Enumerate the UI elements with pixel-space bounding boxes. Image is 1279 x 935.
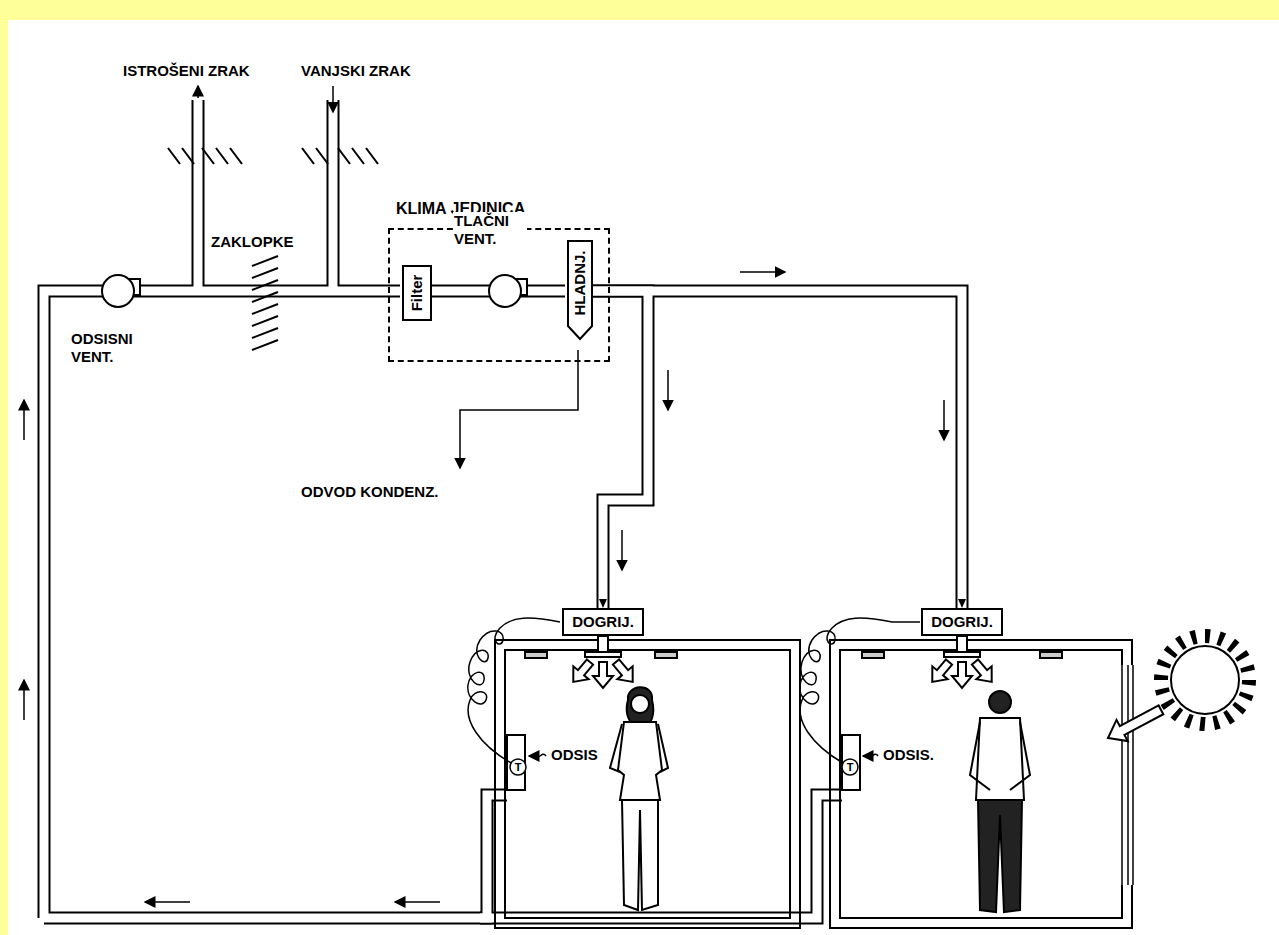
ducts	[593, 291, 962, 608]
part-label: T	[846, 761, 855, 773]
part-label: TLAČNI VENT.	[453, 212, 527, 248]
arrowhead	[599, 599, 607, 608]
node-text: DOGRIJ.	[564, 613, 642, 631]
control-wire	[800, 618, 892, 763]
sun	[1102, 636, 1249, 749]
louver	[168, 148, 378, 164]
duct-inner	[593, 291, 962, 608]
duct	[593, 291, 962, 608]
fan	[102, 275, 527, 307]
part-label: ODSISNI VENT.	[70, 330, 152, 366]
duct	[44, 100, 842, 918]
window	[1122, 665, 1133, 885]
node-text: Filter	[408, 275, 426, 312]
person	[610, 687, 1030, 912]
diffuser	[525, 636, 1062, 658]
reheater-box: DOGRIJ.	[921, 608, 1003, 636]
part-label: ODVOD KONDENZ.	[300, 483, 440, 501]
part-label: T	[514, 761, 523, 773]
room	[495, 640, 1132, 928]
part-label: ISTROŠENI ZRAK	[122, 62, 251, 80]
node-text: HLADNJ.	[571, 250, 589, 315]
part-label: VANJSKI ZRAK	[300, 62, 412, 80]
frame-band	[0, 0, 8, 935]
part-label: ZAKLOPKE	[210, 233, 295, 251]
frame-band	[0, 0, 1279, 20]
filter-box: Filter	[402, 265, 432, 321]
arrowheads	[599, 599, 966, 608]
duct-inner	[593, 291, 962, 608]
node-text: DOGRIJ.	[923, 613, 1001, 631]
air-arrow	[566, 656, 1000, 689]
part-label: ODSIS.	[882, 746, 935, 764]
duct-connector	[593, 291, 962, 608]
unit-housing: KLIMA JEDINICAFilterHLADNJ.	[388, 228, 610, 362]
control-wire	[468, 618, 560, 763]
reheater-box: DOGRIJ.	[562, 608, 644, 636]
return-grille	[507, 735, 860, 790]
duct-inner	[593, 291, 648, 608]
duct-connector	[593, 291, 648, 608]
damper	[252, 256, 278, 350]
control-wire	[892, 621, 920, 623]
window	[1119, 665, 1135, 885]
arrowhead	[958, 599, 966, 608]
duct	[593, 291, 648, 608]
duct	[44, 100, 842, 918]
cooler-coil: HLADNJ.	[567, 240, 593, 340]
drain-line	[460, 350, 578, 468]
part-label: ODSIS	[550, 746, 599, 764]
flow-arrow	[24, 86, 944, 902]
